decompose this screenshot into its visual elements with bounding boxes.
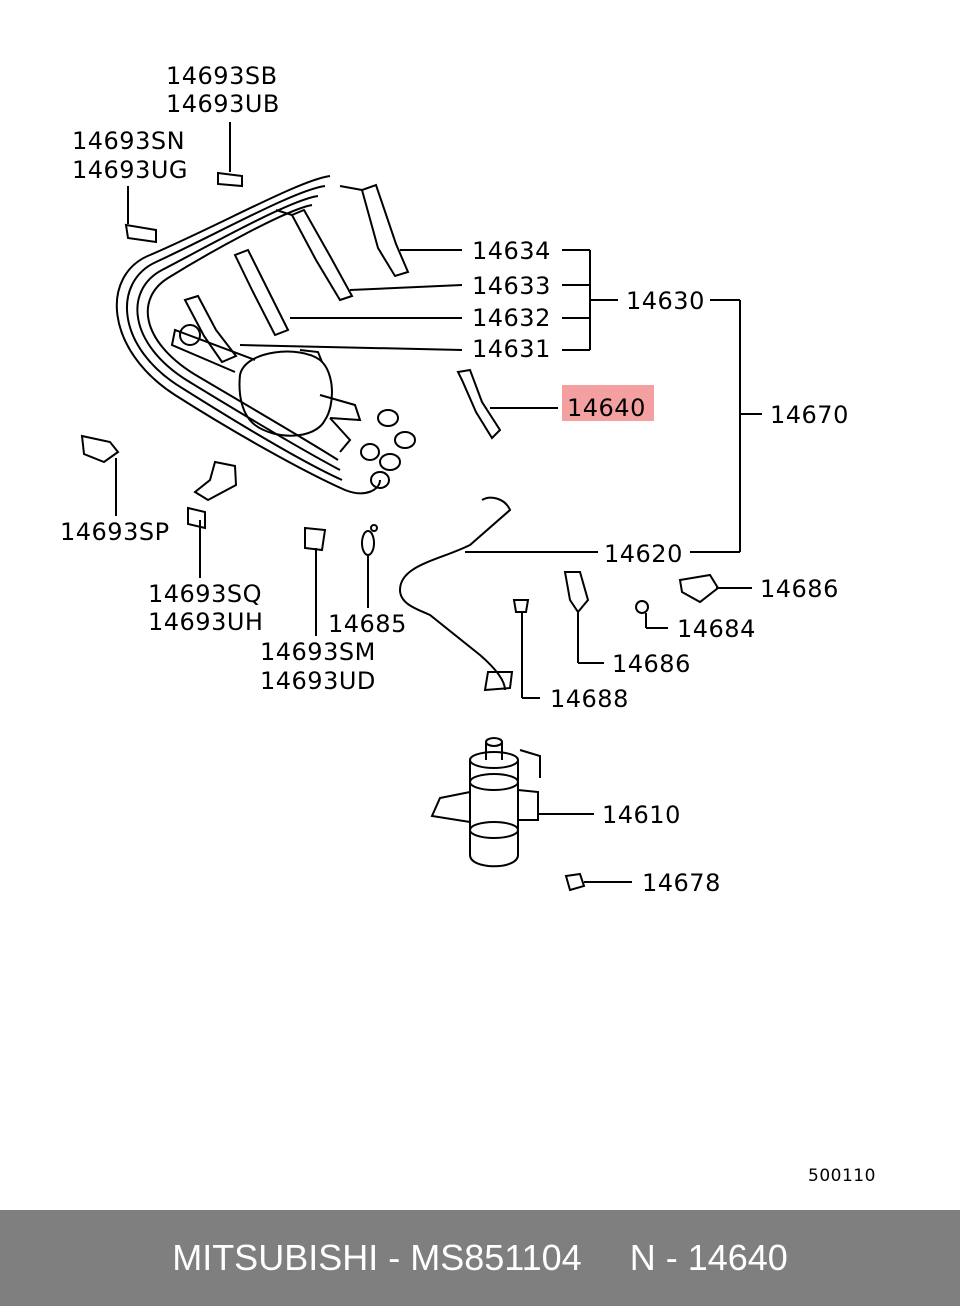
footer-ref-separator: - [655,1237,688,1278]
part-labels: 14693SB 14693UB 14693SN 14693UG 14634 14… [60,62,876,1186]
label-14693UD[interactable]: 14693UD [260,667,376,695]
label-14693UH[interactable]: 14693UH [148,608,263,636]
label-14693SB[interactable]: 14693SB [166,62,278,90]
distributor-drawing [170,324,416,489]
parts-diagram: 14693SB 14693UB 14693SN 14693UG 14634 14… [60,62,876,1186]
label-14670[interactable]: 14670 [770,401,849,429]
label-14693SP[interactable]: 14693SP [60,518,170,546]
label-14686-lower[interactable]: 14686 [612,650,691,678]
footer-ref-prefix: N [629,1237,656,1278]
highlight-box [562,385,654,421]
label-14631[interactable]: 14631 [472,335,551,363]
label-14620[interactable]: 14620 [604,540,683,568]
label-14630[interactable]: 14630 [626,287,705,315]
label-14640[interactable]: 14640 [567,394,646,422]
small-parts-drawing [80,171,720,892]
label-14610[interactable]: 14610 [602,801,681,829]
footer-bar: MITSUBISHI - MS851104 N - 14640 [0,1210,960,1306]
label-14632[interactable]: 14632 [472,304,551,332]
label-14686-upper[interactable]: 14686 [760,575,839,603]
ignition-cable-set-drawing [115,175,410,495]
label-14693SQ[interactable]: 14693SQ [148,580,262,608]
label-14693SM[interactable]: 14693SM [260,638,376,666]
label-14634[interactable]: 14634 [472,237,551,265]
footer-ref-number: 14640 [687,1237,788,1278]
label-14684[interactable]: 14684 [677,615,756,643]
label-14693UB[interactable]: 14693UB [166,90,280,118]
footer-part-number: MS851104 [410,1237,582,1278]
footer-separator: - [378,1237,411,1278]
label-14693SN[interactable]: 14693SN [72,127,185,155]
label-14693UG[interactable]: 14693UG [72,156,188,184]
diagram-code: 500110 [808,1166,876,1186]
label-14685[interactable]: 14685 [328,610,407,638]
label-14678[interactable]: 14678 [642,869,721,897]
ignition-coil-drawing [430,737,541,868]
footer-brand: MITSUBISHI [172,1237,379,1278]
label-14688[interactable]: 14688 [550,685,629,713]
leader-lines [115,122,762,883]
label-14633[interactable]: 14633 [472,272,551,300]
